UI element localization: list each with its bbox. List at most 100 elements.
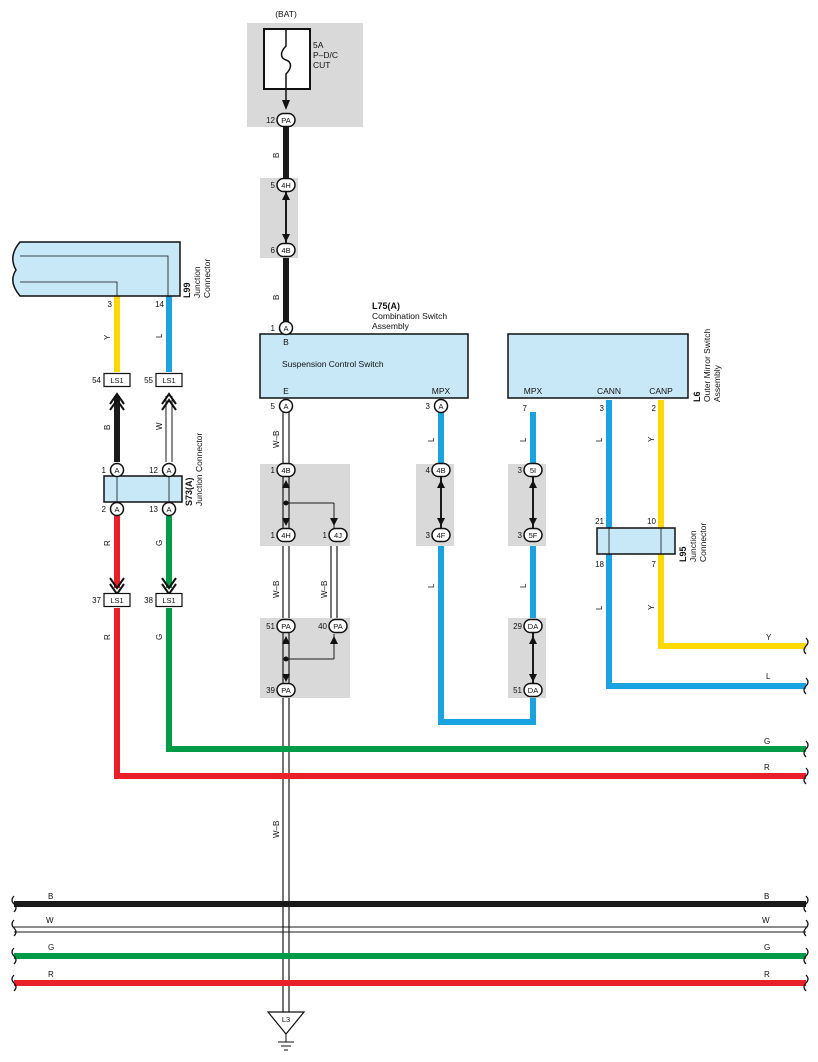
wire-label-g: G bbox=[48, 943, 54, 952]
connector-label: 4F bbox=[437, 531, 446, 540]
outer-mirror-switch-assembly: MPX CANN CANP L6 Outer Mirror Switch Ass… bbox=[507, 329, 722, 402]
wire-label-l: L bbox=[766, 672, 771, 681]
connector-label: 4B bbox=[281, 466, 290, 475]
connector-label: 5I bbox=[530, 466, 536, 475]
connector-label: A bbox=[114, 505, 119, 514]
connector-label: A bbox=[283, 402, 288, 411]
pin-label: 6 bbox=[271, 246, 276, 255]
arrow-down-icon bbox=[282, 234, 290, 242]
pin-label: 51 bbox=[266, 622, 275, 631]
wire-label-wb: W–B bbox=[320, 581, 329, 598]
wire-r-s73 bbox=[114, 608, 806, 779]
connector-label: PA bbox=[281, 622, 290, 631]
pin-label: 1 bbox=[102, 466, 107, 475]
l99-id: L99 bbox=[182, 282, 192, 298]
connector-label: 4B bbox=[436, 466, 445, 475]
wire-label-l: L bbox=[519, 437, 528, 442]
connector-badge: 4B 1 bbox=[271, 462, 296, 478]
combo-term-b: B bbox=[283, 337, 289, 347]
mirror-switch-id: L6 bbox=[692, 391, 702, 402]
pin-label: 55 bbox=[144, 376, 153, 385]
wire-label-l: L bbox=[519, 583, 528, 588]
wire-g-s73 bbox=[166, 608, 806, 752]
junction-connector-l99: L99 Junction Connector 3 14 bbox=[12, 241, 212, 309]
pin-label: 5 bbox=[271, 402, 276, 411]
pin-label: 21 bbox=[595, 517, 604, 526]
wire-label-g: G bbox=[764, 737, 770, 746]
pin-label: 3 bbox=[518, 466, 523, 475]
pin-label: 40 bbox=[318, 622, 327, 631]
connector-badge: 4F3 bbox=[426, 527, 451, 543]
fuse-element-icon bbox=[280, 30, 292, 100]
combo-switch-name-line2: Assembly bbox=[372, 321, 410, 331]
combination-switch-assembly: L75(A) Combination Switch Assembly Suspe… bbox=[259, 301, 469, 399]
s73-name: Junction Connector bbox=[194, 433, 204, 506]
pin-label: 37 bbox=[92, 596, 101, 605]
pin-label: 5 bbox=[271, 181, 276, 190]
connector-badge: A1 bbox=[102, 462, 125, 478]
wire-l-cann bbox=[606, 400, 806, 689]
pin-label: 1 bbox=[271, 466, 276, 475]
connector-shape bbox=[523, 682, 543, 698]
connector-label: A bbox=[438, 402, 443, 411]
connector-shape bbox=[276, 177, 296, 193]
pin-label: 3 bbox=[600, 404, 605, 413]
connector-shape bbox=[328, 618, 348, 634]
combo-term-mpx: MPX bbox=[432, 386, 451, 396]
connector-badge: LS1 37 bbox=[92, 592, 131, 608]
pin-label: 13 bbox=[149, 505, 158, 514]
pin-label: 18 bbox=[595, 560, 604, 569]
wire-label-b: B bbox=[272, 153, 281, 158]
wire-label-r: R bbox=[48, 970, 54, 979]
connector-badge: 4H1 bbox=[271, 527, 296, 543]
wire-label-r: R bbox=[764, 763, 770, 772]
pin-label: 4 bbox=[426, 466, 431, 475]
wire-label-r: R bbox=[764, 970, 770, 979]
wire-label-r: R bbox=[103, 634, 112, 640]
connector-label: 4H bbox=[281, 181, 291, 190]
s73-id: S73(A) bbox=[184, 477, 194, 506]
ground-id: L3 bbox=[282, 1015, 290, 1024]
connector-label: LS1 bbox=[110, 596, 123, 605]
connector-badge: A3 bbox=[426, 398, 449, 414]
ground-triangle-icon bbox=[266, 1011, 306, 1035]
wire-label-g: G bbox=[155, 634, 164, 640]
connector-badge: A12 bbox=[149, 462, 177, 478]
connector-shape bbox=[276, 112, 296, 128]
wire-label-g: G bbox=[764, 943, 770, 952]
wire-label-b: B bbox=[764, 892, 769, 901]
wire-label-y: Y bbox=[103, 334, 112, 340]
wire-label-w: W bbox=[155, 422, 164, 430]
connector-shape bbox=[523, 527, 543, 543]
connector-shape bbox=[431, 527, 451, 543]
wire-label-l: L bbox=[427, 583, 436, 588]
combo-switch-name-line1: Combination Switch bbox=[372, 311, 447, 321]
fuse-block: (BAT) 5A P–D/C CUT bbox=[247, 9, 363, 127]
connector-shape bbox=[276, 462, 296, 478]
connector-label: A bbox=[166, 505, 171, 514]
connector-badge: 4H 5 bbox=[271, 177, 296, 193]
connector-label: A bbox=[114, 466, 119, 475]
bus-lines bbox=[11, 637, 809, 992]
connector-label: 5F bbox=[529, 531, 538, 540]
wire-label-y: Y bbox=[647, 604, 656, 610]
pin-label: 1 bbox=[323, 531, 328, 540]
mirror-switch-name-line1: Outer Mirror Switch bbox=[702, 329, 712, 402]
pin-label: 2 bbox=[102, 505, 107, 514]
fuse-name-line1: P–D/C bbox=[313, 50, 338, 60]
wire-label-wb: W–B bbox=[272, 581, 281, 598]
wire-label-w: W bbox=[46, 916, 54, 925]
wire-label-r: R bbox=[103, 540, 112, 546]
wire-label-y: Y bbox=[766, 633, 772, 642]
fuse-body bbox=[263, 28, 311, 90]
mirror-term-cann: CANN bbox=[597, 386, 621, 396]
wire-y-canp bbox=[658, 400, 806, 649]
pin-label: 39 bbox=[266, 686, 275, 695]
wire-label-g: G bbox=[155, 540, 164, 546]
